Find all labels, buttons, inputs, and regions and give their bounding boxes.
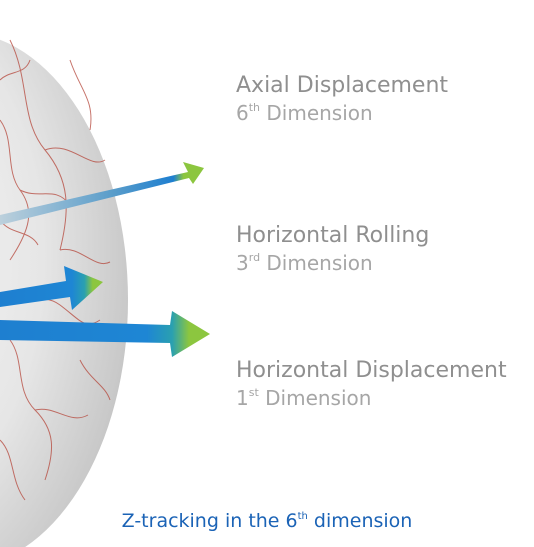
arrow-horizontal (0, 311, 210, 357)
dimension-word: Dimension (265, 386, 372, 410)
label-horizontal-rolling: Horizontal Rolling 3rd Dimension (236, 222, 429, 276)
ordinal-suffix: th (248, 101, 261, 114)
ordinal-number: 1 (236, 386, 249, 410)
label-dimension: 6th Dimension (236, 100, 448, 126)
dimension-word: Dimension (266, 251, 373, 275)
ordinal-number: 3 (236, 251, 249, 275)
ordinal-suffix: rd (248, 251, 261, 264)
label-axial-displacement: Axial Displacement 6th Dimension (236, 72, 448, 126)
label-title: Horizontal Rolling (236, 223, 430, 248)
label-horizontal-displacement: Horizontal Displacement 1st Dimension (236, 357, 507, 411)
label-dimension: 3rd Dimension (236, 250, 429, 276)
label-dimension: 1st Dimension (236, 385, 507, 411)
caption-rest: dimension (307, 510, 413, 532)
caption: Z-tracking in the 6th dimension (0, 510, 534, 532)
ordinal-number: 6 (236, 101, 249, 125)
caption-prefix: Z-tracking in the 6 (121, 510, 298, 532)
dimension-word: Dimension (266, 101, 373, 125)
label-title: Horizontal Displacement (236, 358, 507, 383)
caption-ordinal-suffix: th (297, 511, 308, 522)
label-title: Axial Displacement (236, 73, 449, 98)
arrow-rolling (0, 266, 103, 310)
arrow-axial (0, 162, 204, 225)
ordinal-suffix: st (248, 386, 259, 399)
